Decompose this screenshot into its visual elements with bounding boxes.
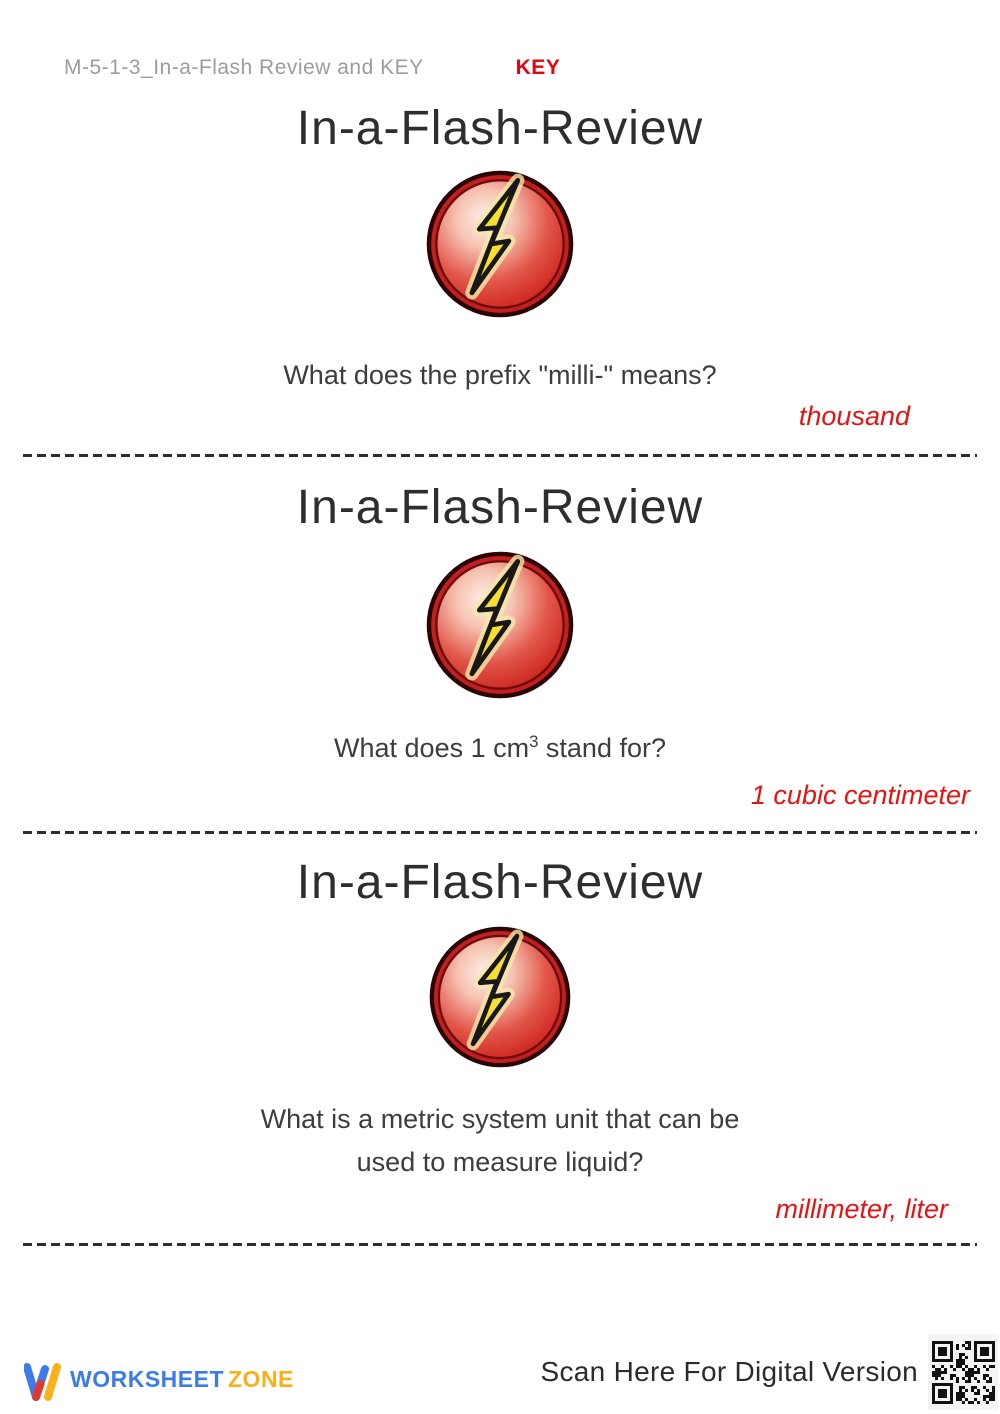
question-line-2: used to measure liquid? — [356, 1147, 644, 1177]
flash-lightning-icon — [0, 926, 1000, 1068]
brand-worksheet-label: WORKSHEET — [70, 1365, 224, 1392]
flash-lightning-icon — [0, 551, 1000, 699]
answer-text: millimeter, liter — [775, 1194, 948, 1224]
question-line-1: What is a metric system unit that can be — [260, 1104, 740, 1134]
key-badge: KEY — [515, 56, 561, 79]
card-title: In-a-Flash-Review — [296, 102, 704, 155]
flashcard-1: In-a-Flash-Review What does the prefix "… — [0, 98, 1000, 457]
answer-text: thousand — [798, 401, 910, 431]
scan-row: Scan Here For Digital Version — [540, 1334, 998, 1410]
qr-code — [928, 1334, 998, 1410]
scan-here-label: Scan Here For Digital Version — [540, 1356, 918, 1387]
document-title: M-5-1-3_In-a-Flash Review and KEY — [64, 56, 424, 79]
document-header: M-5-1-3_In-a-Flash Review and KEY KEY — [0, 0, 1000, 82]
worksheetzone-logo: WORKSHEET ZONE — [24, 1356, 294, 1402]
question-text: What is a metric system unit that can be… — [0, 1098, 1000, 1184]
question-text: What does the prefix "milli-" means? — [283, 360, 717, 390]
page-footer: WORKSHEET ZONE Scan Here For Digital Ver… — [0, 1328, 1000, 1414]
dashed-divider — [23, 454, 977, 457]
question-superscript: 3 — [529, 732, 539, 751]
dashed-divider — [23, 1243, 977, 1246]
flashcard-3: In-a-Flash-Review What is a metric syste… — [0, 852, 1000, 1246]
question-text-post: stand for? — [538, 733, 666, 763]
flashcard-2: In-a-Flash-Review What does 1 cm3 stand … — [0, 477, 1000, 834]
card-title: In-a-Flash-Review — [296, 481, 704, 534]
dashed-divider — [23, 831, 977, 834]
card-title: In-a-Flash-Review — [296, 856, 704, 909]
brand-zone-label: ZONE — [228, 1365, 294, 1392]
answer-text: 1 cubic centimeter — [750, 780, 970, 810]
question-text-pre: What does 1 cm — [334, 733, 530, 763]
flash-lightning-icon — [0, 170, 1000, 318]
worksheetzone-logo-icon — [24, 1363, 61, 1401]
question-text: What does 1 cm3 stand for? — [0, 731, 1000, 766]
